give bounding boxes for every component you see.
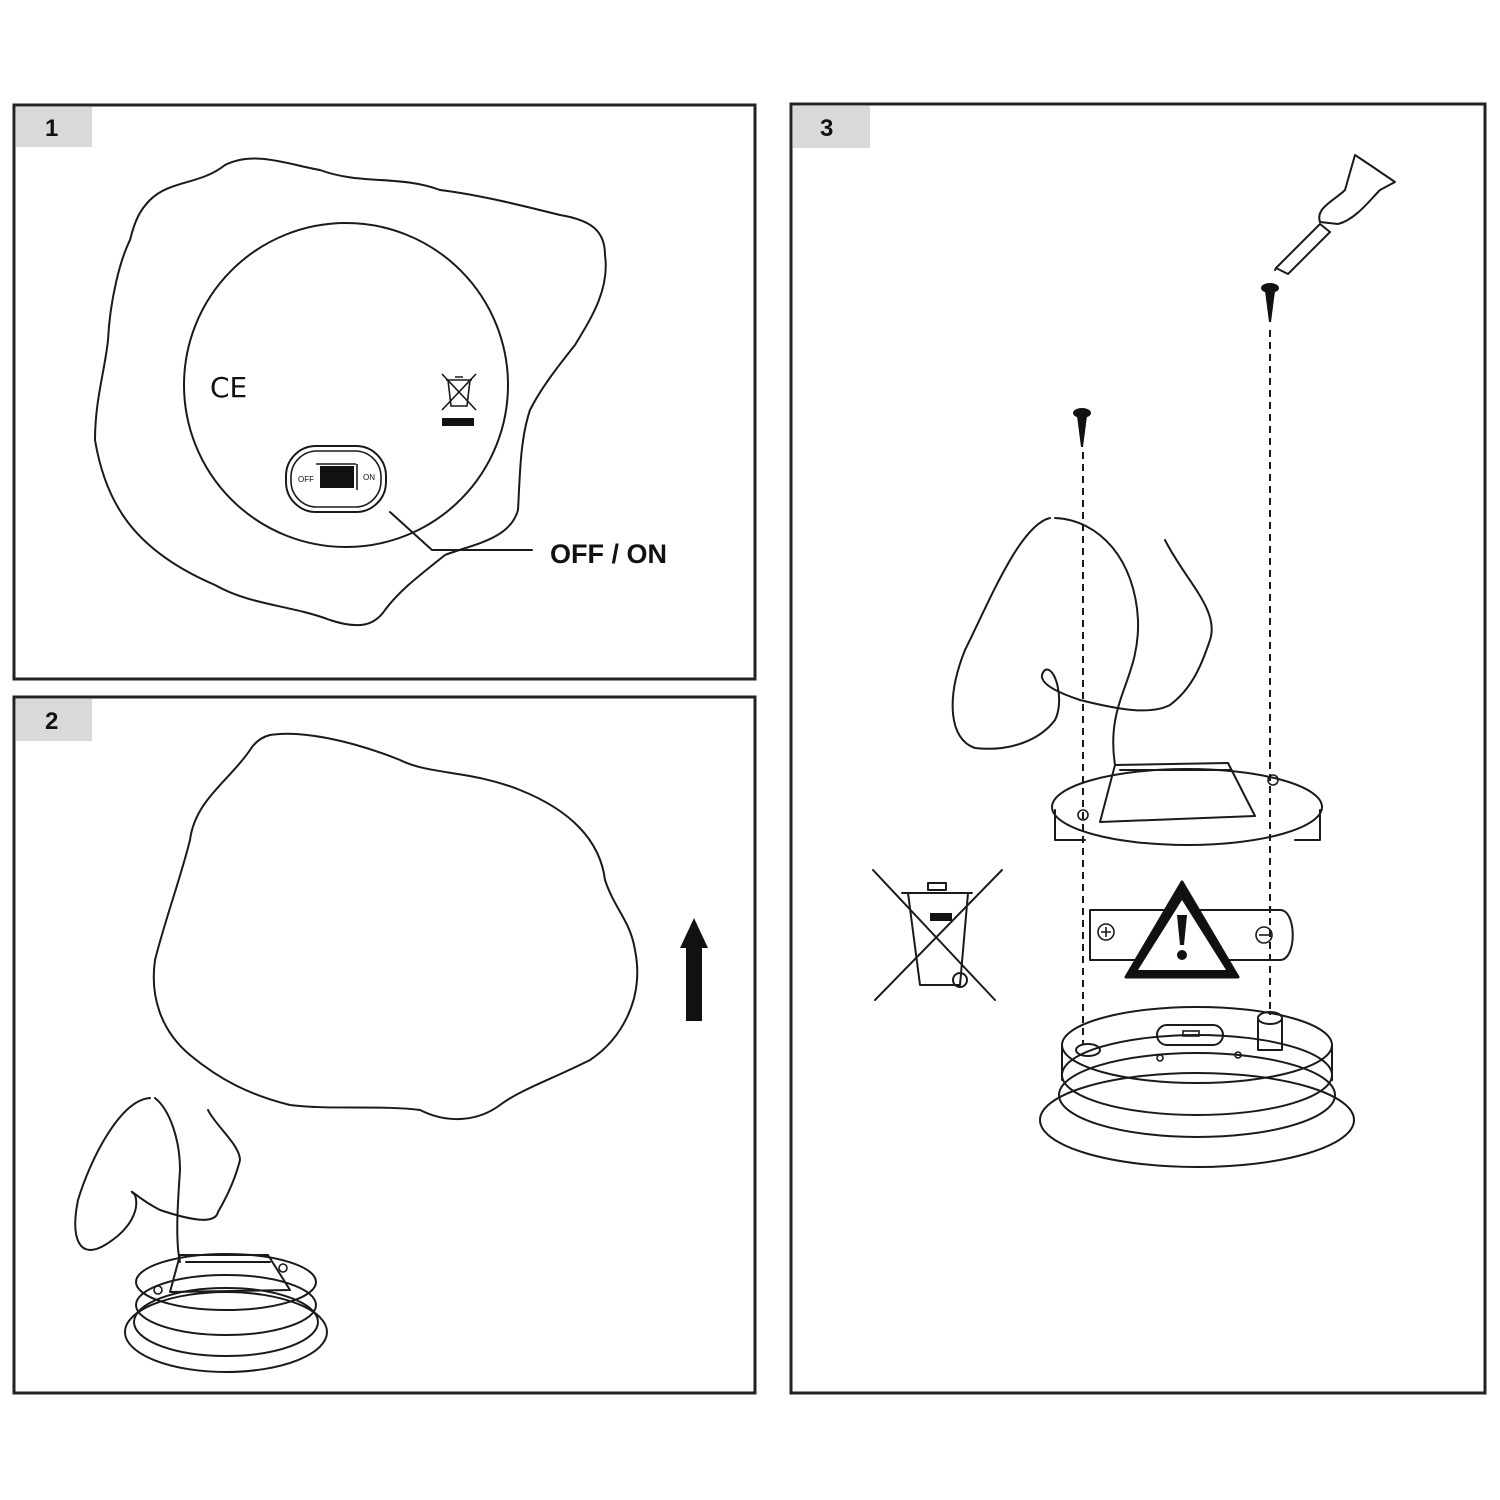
rock-outline <box>94 157 607 627</box>
arrow-up-icon <box>680 918 708 1021</box>
solar-unit <box>124 1253 328 1373</box>
switch-off-label: OFF <box>298 475 314 484</box>
panel-1: 1 CE OFF ON OFF / ON <box>12 103 757 681</box>
power-switch[interactable]: OFF ON <box>285 445 387 513</box>
ce-mark-icon: CE <box>210 371 247 404</box>
panel-3: 3 <box>789 102 1487 1395</box>
base-housing <box>1039 1006 1355 1168</box>
rock-outline <box>152 732 639 1121</box>
stake-cable <box>951 517 1213 766</box>
weee-bin-icon <box>441 373 477 426</box>
battery-icon <box>1089 909 1294 961</box>
solar-panel-lid <box>1051 762 1323 846</box>
panel-3-number-tag <box>793 106 870 148</box>
stake-cable <box>74 1097 241 1263</box>
screw-icon <box>1261 283 1279 322</box>
screwdriver-icon <box>1274 154 1396 275</box>
base-plate <box>183 222 509 548</box>
callout-line <box>389 511 533 551</box>
screw-icon <box>1073 408 1091 447</box>
panel-1-number: 1 <box>45 115 58 142</box>
panel-2-number: 2 <box>45 708 58 735</box>
panel-2-number-tag <box>16 699 92 741</box>
warning-triangle-icon <box>1124 880 1240 979</box>
switch-on-label: ON <box>363 473 375 482</box>
weee-bin-icon <box>872 869 1003 1001</box>
off-on-callout: OFF / ON <box>550 539 667 569</box>
panel-3-number: 3 <box>820 115 833 142</box>
panel-2: 2 <box>12 695 757 1395</box>
panel-1-number-tag <box>16 107 92 147</box>
